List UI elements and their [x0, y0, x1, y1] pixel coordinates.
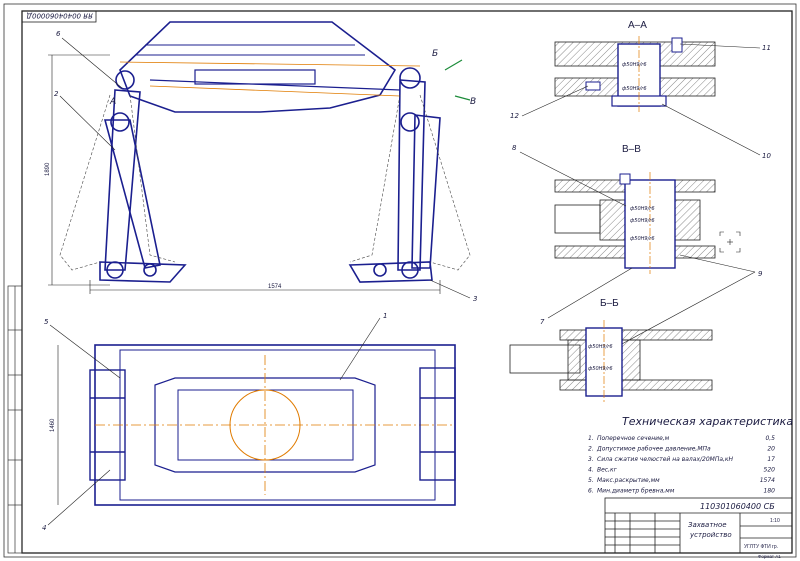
spec-row-value: 520	[764, 467, 776, 474]
view-marker-v: В	[470, 97, 476, 107]
spec-row-n: 4.	[588, 467, 594, 474]
spec-row-label: Допустимое рабочее давление,МПа	[596, 446, 711, 453]
plan-inner-plate	[154, 377, 376, 473]
dim-span-front: 1574	[268, 284, 282, 290]
spec-row-n: 6.	[588, 488, 594, 495]
sheet-frame	[3, 3, 797, 558]
section-bb-title: Б–Б	[600, 298, 619, 309]
section-aa-title: А–А	[628, 20, 647, 31]
spec-row-n: 3.	[588, 456, 594, 463]
hydraulic-cylinder	[194, 69, 316, 85]
front-dimensions	[48, 54, 441, 294]
spec-row-label: Вес,кг	[597, 467, 618, 474]
spec-row-value: 180	[764, 488, 776, 495]
upper-frame	[119, 21, 397, 113]
spec-row: 2.Допустимое рабочее давление,МПа 20	[588, 446, 775, 453]
spec-row-label: Макс.раскрытие,мм	[597, 477, 660, 484]
view-marker-b: Б	[432, 49, 438, 59]
spec-row-value: 1574	[760, 477, 775, 484]
spec-row: 3.Сила сжатия челюстей на валах/20МПа,кН…	[588, 456, 775, 463]
title-name-line1: Захватное	[688, 521, 727, 529]
callout-3: 3	[473, 295, 477, 303]
title-format: Формат А1	[758, 554, 781, 559]
callout-9: 9	[758, 270, 763, 278]
section-aa: А–А ф50Н9/r6 ф50Н9/r6 11 12 10	[510, 20, 771, 160]
top-stamp-text: ЯЯ 00404060000Д	[26, 12, 94, 20]
spec-title: Техническая характеристика	[622, 415, 793, 428]
callout-11: 11	[762, 44, 771, 52]
spec-row-label: Сила сжатия челюстей на валах/20МПа,кН	[597, 456, 734, 463]
title-name-line2: устройство	[689, 531, 732, 539]
spec-row-label: Мин.диаметр бревна,мм	[597, 488, 675, 495]
callout-7: 7	[540, 318, 545, 326]
title-scale: 1:10	[770, 518, 780, 524]
title-block: 110301060400 СБ Захватное устройство 1:1…	[604, 497, 793, 559]
spec-row-label: Поперечное сечение,м	[597, 435, 670, 442]
callout-2: 2	[54, 90, 59, 98]
vv-fit-2: ф50Н9/r6	[630, 218, 655, 224]
right-jaw	[348, 67, 441, 283]
callout-8: 8	[512, 144, 517, 152]
dim-height-front: 1890	[45, 162, 51, 176]
vv-fit-1: ф50Н9/r6	[630, 206, 655, 212]
callout-leaders	[47, 37, 471, 526]
title-doc-number: 110301060400 СБ	[700, 502, 775, 511]
vv-fit-3: ф50Н9/r6	[630, 236, 655, 242]
spec-rows: 1.Поперечное сечение,м 0,5 2.Допустимое ра…	[588, 435, 775, 495]
aa-fit-2: ф50Н9/r6	[622, 86, 647, 92]
callout-5: 5	[44, 318, 49, 326]
view-marker-a: А	[109, 97, 116, 107]
spec-row-value: 20	[767, 446, 775, 453]
spec-row-n: 1.	[588, 435, 594, 442]
callout-6: 6	[56, 30, 61, 38]
front-view: 1890 1574 А Б В	[45, 21, 476, 294]
spec-row-value: 0,5	[765, 435, 775, 442]
bb-fit-1: ф50Н9/r6	[588, 344, 613, 350]
spec-row-value: 17	[767, 456, 775, 463]
callout-10: 10	[762, 152, 771, 160]
title-org: УГЛТУ ФТИ гр.	[744, 544, 778, 550]
aa-fit-1: ф50Н9/r6	[622, 62, 647, 68]
crosshair-marker	[719, 231, 741, 253]
callout-12: 12	[510, 112, 519, 120]
spec-row-n: 5.	[588, 477, 594, 484]
left-margin-strip	[7, 285, 23, 554]
left-jaw	[99, 70, 187, 283]
spec-row: 6.Мин.диаметр бревна,мм 180	[588, 488, 775, 495]
section-bb: Б–Б ф50Н9/r6 ф50Н9/r6	[509, 298, 713, 402]
callout-4: 4	[42, 524, 46, 532]
spec-row: 5.Макс.раскрытие,мм 1574	[588, 477, 775, 484]
technical-spec: Техническая характеристика 1.Поперечное …	[588, 415, 793, 495]
section-vv-title: В–В	[622, 144, 641, 155]
dim-height-plan: 1460	[50, 418, 56, 432]
plan-view: 1460	[50, 344, 456, 506]
bb-fit-2: ф50Н9/r6	[588, 366, 613, 372]
jaw-swing-envelope	[59, 94, 471, 271]
spec-row: 4.Вес,кг 520	[588, 467, 775, 474]
callout-1: 1	[383, 312, 387, 320]
section-vv: В–В ф50Н9/r6 ф50Н9/r6 ф50Н9/r6 8 7 9	[512, 144, 763, 346]
spec-row-n: 2.	[588, 446, 594, 453]
top-stamp: ЯЯ 00404060000Д	[21, 10, 97, 23]
spec-row: 1.Поперечное сечение,м 0,5	[588, 435, 775, 442]
